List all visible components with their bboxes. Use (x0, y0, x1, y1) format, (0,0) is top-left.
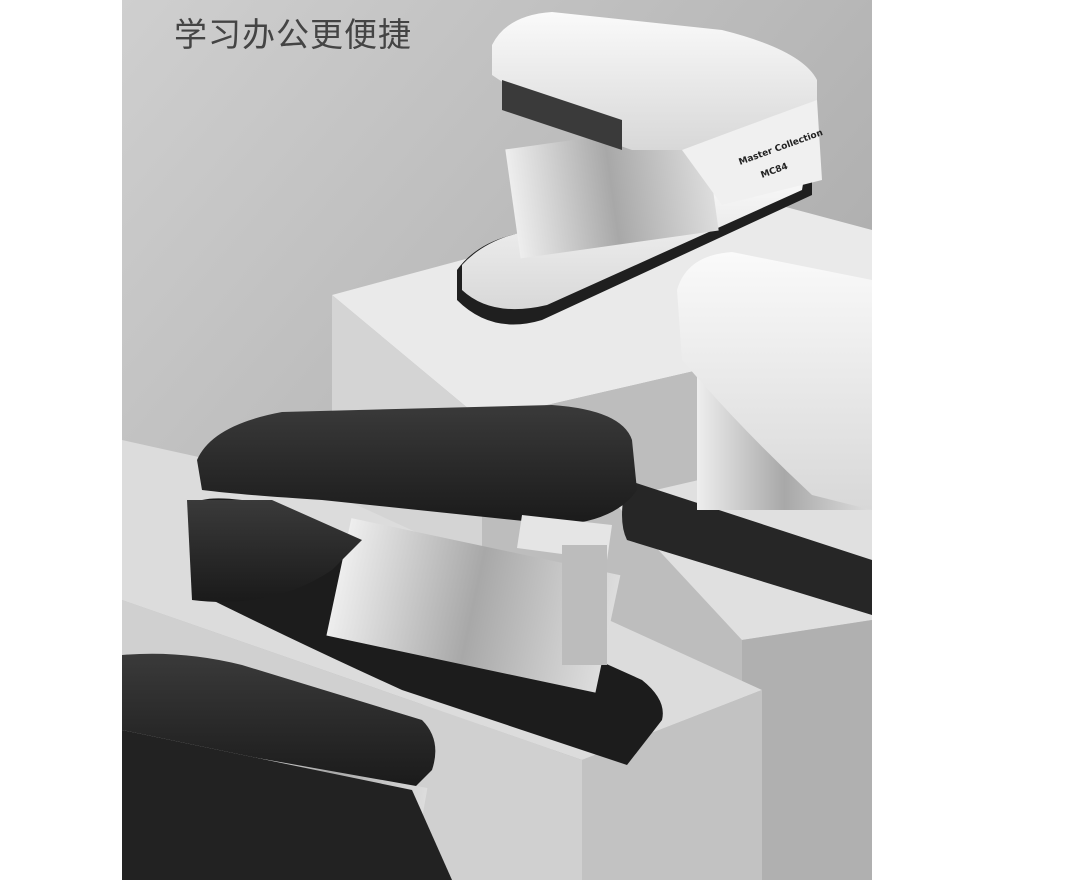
product-photo: Master Collection MC84 学习办公更便捷 (122, 0, 872, 880)
stapler-black-bottom (122, 653, 452, 880)
stapler-white-right (622, 252, 872, 615)
stapler-black-center (187, 405, 663, 765)
stapler-white-top: Master Collection MC84 (457, 12, 824, 325)
headline-text: 学习办公更便捷 (174, 15, 412, 54)
